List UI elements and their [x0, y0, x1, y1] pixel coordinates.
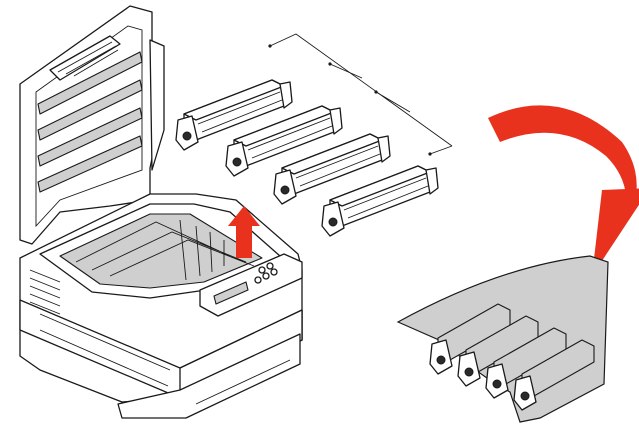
- cover-board: [49, 35, 121, 81]
- curved-arrow-body: [488, 105, 637, 196]
- lcd-display: [213, 281, 249, 305]
- image-drum: [225, 105, 343, 177]
- panel-button: [266, 262, 274, 270]
- lift-arrow-shape: [228, 206, 260, 258]
- image-drums: [175, 79, 439, 237]
- panel-button: [254, 276, 262, 284]
- image-drum: [175, 79, 293, 151]
- curved-arrow-head: [592, 188, 639, 276]
- control-panel: [199, 253, 303, 317]
- led-head-strips: [37, 51, 143, 193]
- covered-drum: [513, 339, 595, 411]
- image-drum: [273, 133, 391, 205]
- panel-button: [258, 266, 266, 274]
- panel-button: [262, 272, 270, 280]
- covered-drum: [429, 303, 511, 375]
- paper-tray: [117, 333, 301, 419]
- printer: [19, 5, 303, 419]
- covered-drum: [485, 327, 567, 399]
- side-vents: [29, 269, 61, 315]
- drums-under-sheet: [429, 303, 595, 411]
- drum-leader-lines: [268, 33, 453, 156]
- image-drum: [321, 165, 439, 237]
- lift-up-arrow: [228, 206, 260, 258]
- panel-button: [270, 268, 278, 276]
- curved-placement-arrow: [488, 105, 639, 276]
- covered-drums-on-sheet: [396, 255, 609, 423]
- covered-drum: [457, 315, 539, 387]
